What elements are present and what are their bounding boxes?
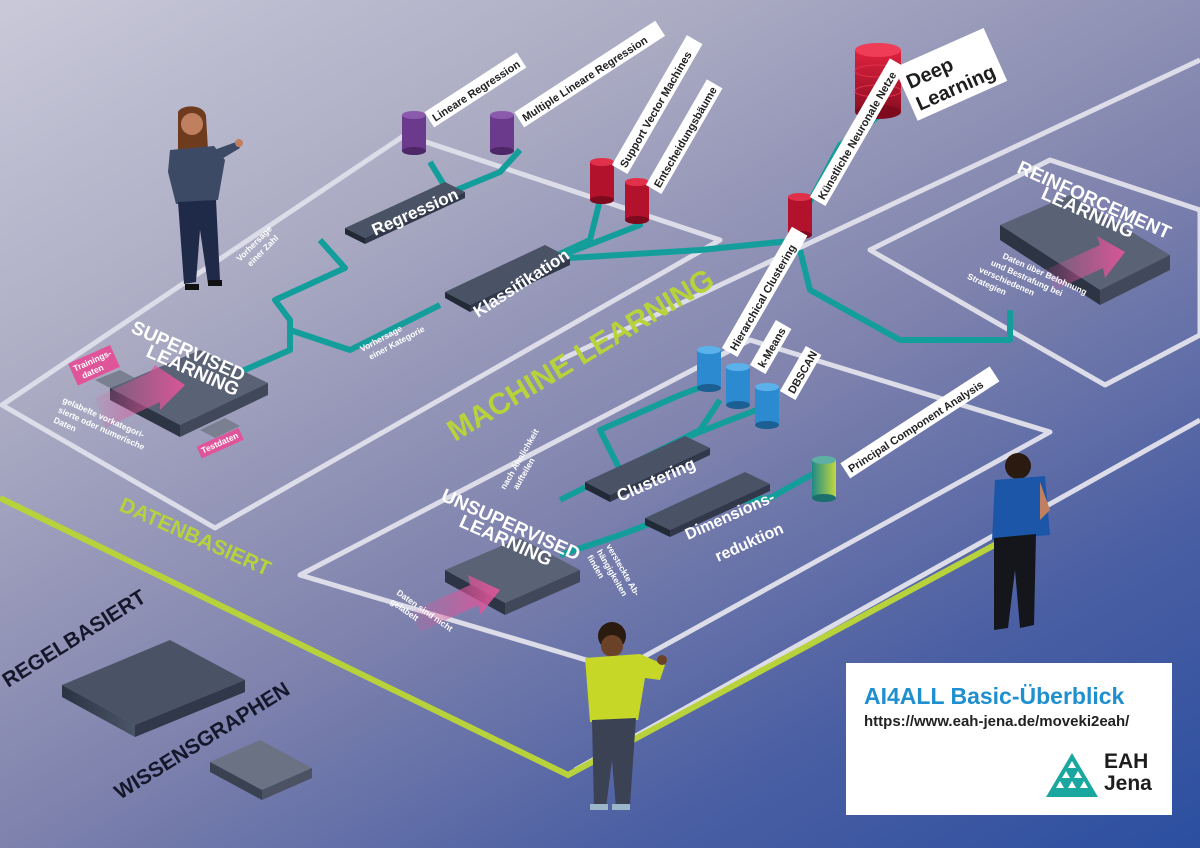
eah-name-line2: Jena (1104, 772, 1152, 795)
regelbasiert-chip (62, 640, 245, 737)
eah-name-line1: EAH (1104, 750, 1149, 773)
cylinder-hierarchical (697, 346, 721, 392)
person-bottom-illustration (585, 622, 667, 810)
section-frames (0, 57, 1200, 773)
svg-text:Multiple Lineare Regression: Multiple Lineare Regression (520, 34, 650, 124)
reinforcement-chip (1000, 195, 1170, 305)
svg-text:Hierarchical Clustering: Hierarchical Clustering (728, 243, 799, 353)
tag-multiple-lineare-regression: Multiple Lineare Regression (514, 20, 666, 128)
regression-chip (345, 182, 465, 244)
ml-top-edge (558, 57, 1200, 363)
person-woman-illustration (168, 106, 243, 290)
cylinder-svm (590, 158, 614, 204)
eah-jena-name: EAH Jena (1104, 751, 1152, 795)
eah-triangle-logo-icon (1046, 753, 1098, 797)
info-url-link[interactable]: https://www.eah-jena.de/moveki2eah/ (864, 713, 1130, 730)
info-title: AI4ALL Basic-Überblick (864, 683, 1125, 709)
datenbasiert-line (0, 495, 1002, 779)
wissensgraphen-chip (210, 740, 312, 800)
dimred-chip (645, 472, 770, 537)
cylinder-pca (812, 456, 836, 502)
cylinder-lineare-regression (402, 111, 426, 155)
note-aehnlichkeit: nach Ähnlichkeit aufteilen (498, 427, 541, 491)
info-box: AI4ALL Basic-Überblick https://www.eah-j… (846, 663, 1172, 815)
supervised-chip (95, 350, 268, 438)
tag-deep-learning: Deep Learning (894, 27, 1008, 121)
cylinder-multiple-lineare-regression (490, 111, 514, 155)
clustering-chip (585, 436, 710, 502)
supervised-frame (0, 132, 723, 531)
reinforcement-frame (867, 157, 1200, 388)
tag-kmeans: k-Means (749, 319, 792, 374)
note-versteckt: versteckte Ab- hängigkeiten finden (585, 542, 642, 598)
cylinder-dbscan (755, 383, 779, 429)
cylinder-entscheidungsbaeume (625, 178, 649, 224)
unsupervised-frame (297, 337, 1053, 673)
cylinder-kmeans (726, 363, 750, 409)
note-vorhersage-kategorie: Vorhersage einer Kategorie (358, 323, 426, 361)
tag-pca: Principal Component Analysis (840, 366, 1000, 479)
klassifikation-chip (445, 245, 570, 312)
unsupervised-chip (410, 538, 580, 632)
person-right-illustration (992, 453, 1050, 630)
